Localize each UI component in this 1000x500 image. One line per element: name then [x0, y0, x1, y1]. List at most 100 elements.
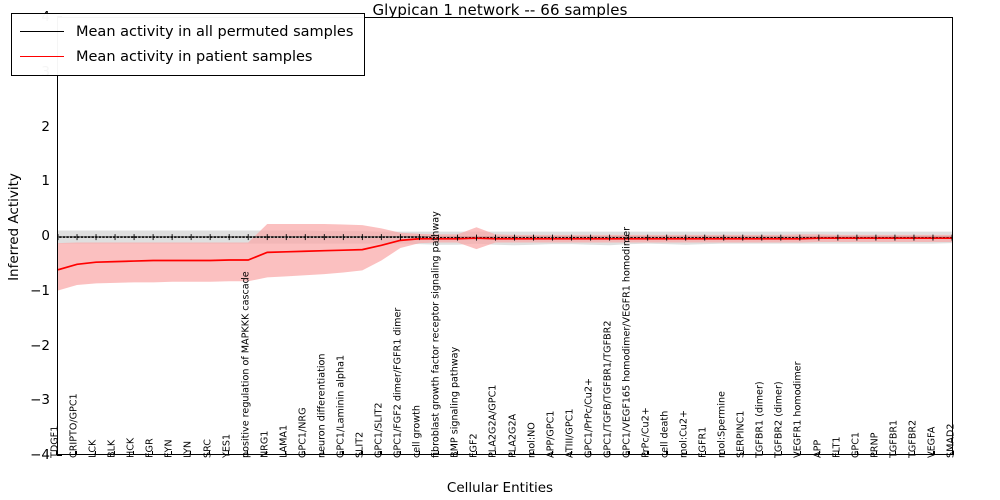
x-tick-label: VEGFA [926, 426, 938, 458]
legend-swatch-permuted [20, 31, 64, 32]
y-tick-label: −4 [30, 447, 50, 463]
x-tick-label: NRG1 [259, 430, 271, 458]
x-tick-mark [247, 451, 249, 455]
x-tick-mark [189, 451, 192, 455]
x-tick-label: FYN [163, 439, 175, 458]
x-tick-mark [75, 451, 77, 455]
x-tick-label: CRIPTO/GPC1 [68, 393, 80, 458]
x-tick-mark [266, 451, 268, 455]
x-tick-mark [571, 451, 573, 455]
legend-swatch-patient [20, 56, 64, 57]
x-tick-label: positive regulation of MAPKKK cascade [240, 271, 252, 458]
y-tick-label: 1 [41, 173, 50, 190]
x-tick-label: LYN [183, 440, 195, 458]
chart-title: Glypican 1 network -- 66 samples [372, 1, 628, 19]
patient-mean-line [58, 237, 952, 271]
x-tick-label: PRNP [869, 432, 881, 458]
y-tick-label: 0 [41, 228, 50, 244]
x-tick-mark [761, 451, 763, 455]
x-tick-label: ATIII/GPC1 [564, 408, 576, 458]
x-tick-mark [857, 451, 859, 455]
x-tick-label: cell death [659, 410, 671, 458]
x-tick-label: GPC1/VEGF165 homodimer/VEGFR1 homodimer [621, 226, 633, 458]
x-tick-label: FGF2 [468, 433, 480, 458]
x-tick-mark [342, 451, 344, 455]
x-tick-mark [285, 451, 287, 455]
x-tick-mark [647, 451, 649, 455]
plot-canvas [58, 224, 952, 291]
x-tick-label: neuron differentiation [316, 353, 328, 458]
x-tick-label: GPC1 [850, 431, 862, 458]
x-tick-label: LAMA1 [278, 424, 290, 458]
x-tick-mark [914, 451, 916, 455]
x-tick-label: VEGFR1 homodimer [793, 361, 805, 458]
x-tick-label: BMP signaling pathway [449, 346, 461, 458]
x-tick-mark [818, 451, 821, 455]
x-axis-label: Cellular Entities [446, 480, 554, 496]
x-tick-mark [361, 451, 363, 455]
x-tick-label: PrPc/Cu2+ [640, 407, 652, 458]
x-tick-label: TGFBR1 [888, 419, 900, 458]
x-tick-label: fibroblast growth factor receptor signal… [430, 211, 442, 458]
x-tick-mark [323, 451, 325, 455]
x-tick-mark [838, 451, 840, 455]
legend-item-permuted: Mean activity in all permuted samples [20, 19, 353, 44]
x-tick-mark [380, 451, 382, 455]
x-tick-label: FLT1 [831, 436, 843, 458]
legend-item-patient: Mean activity in patient samples [20, 44, 353, 69]
x-tick-label: TGFBR2 [907, 419, 919, 458]
x-tick-mark [933, 451, 935, 455]
x-tick-label: HCK [125, 437, 137, 458]
x-tick-label: PLA2G2A [507, 413, 519, 458]
x-tick-mark [227, 451, 230, 455]
x-tick-mark [876, 451, 878, 455]
x-tick-label: APP [812, 439, 824, 458]
y-tick-label: 2 [41, 118, 50, 135]
x-tick-label: BLK [106, 439, 118, 458]
x-tick-mark [170, 451, 172, 455]
x-tick-mark [56, 451, 58, 455]
x-tick-label: SLIT2 [354, 431, 366, 458]
x-tick-mark [609, 451, 611, 455]
x-tick-label: SERPINC1 [735, 410, 747, 458]
x-tick-mark [952, 451, 954, 455]
x-tick-mark [437, 451, 439, 455]
x-tick-label: FGR [144, 438, 156, 458]
x-tick-label: LCK [87, 439, 99, 458]
x-tick-mark [418, 451, 420, 455]
x-tick-mark [895, 451, 897, 455]
x-tick-mark [628, 451, 630, 455]
x-tick-mark [94, 451, 96, 455]
y-tick-label: −2 [30, 337, 50, 354]
x-tick-label: GPC1/PrPc/Cu2+ [583, 377, 595, 458]
x-tick-mark [723, 451, 725, 455]
x-tick-label: TGFBR1 (dimer) [754, 381, 766, 458]
x-tick-label: GPC1/SLIT2 [373, 402, 385, 458]
x-tick-mark [494, 451, 497, 455]
x-tick-mark [532, 451, 535, 455]
x-tick-label: GPC1/Laminin alpha1 [335, 354, 347, 458]
x-tick-mark [685, 451, 687, 455]
legend: Mean activity in all permuted samples Me… [11, 13, 366, 76]
x-tick-mark [742, 451, 744, 455]
x-tick-label: GPC1/FGF2 dimer/FGFR1 dimer [392, 307, 404, 458]
y-tick-label: −1 [30, 282, 50, 299]
x-tick-mark [475, 451, 477, 455]
patient-confidence-band [58, 224, 952, 291]
x-tick-label: SRC [202, 439, 214, 458]
x-tick-mark [590, 451, 592, 455]
x-tick-label: TGFBR2 (dimer) [774, 381, 786, 458]
x-tick-mark [456, 451, 458, 455]
x-tick-mark [151, 451, 153, 455]
permuted-mean-line [58, 236, 952, 239]
x-tick-label: cell growth [411, 405, 423, 458]
x-tick-mark [132, 451, 134, 455]
x-tick-mark [304, 451, 306, 455]
x-tick-mark [780, 451, 782, 455]
x-tick-mark [399, 451, 401, 455]
x-tick-label: PLA2G2A/GPC1 [488, 384, 500, 458]
x-tick-mark [513, 451, 516, 455]
x-tick-label: mol:NO [526, 422, 538, 458]
x-tick-mark [799, 451, 802, 455]
